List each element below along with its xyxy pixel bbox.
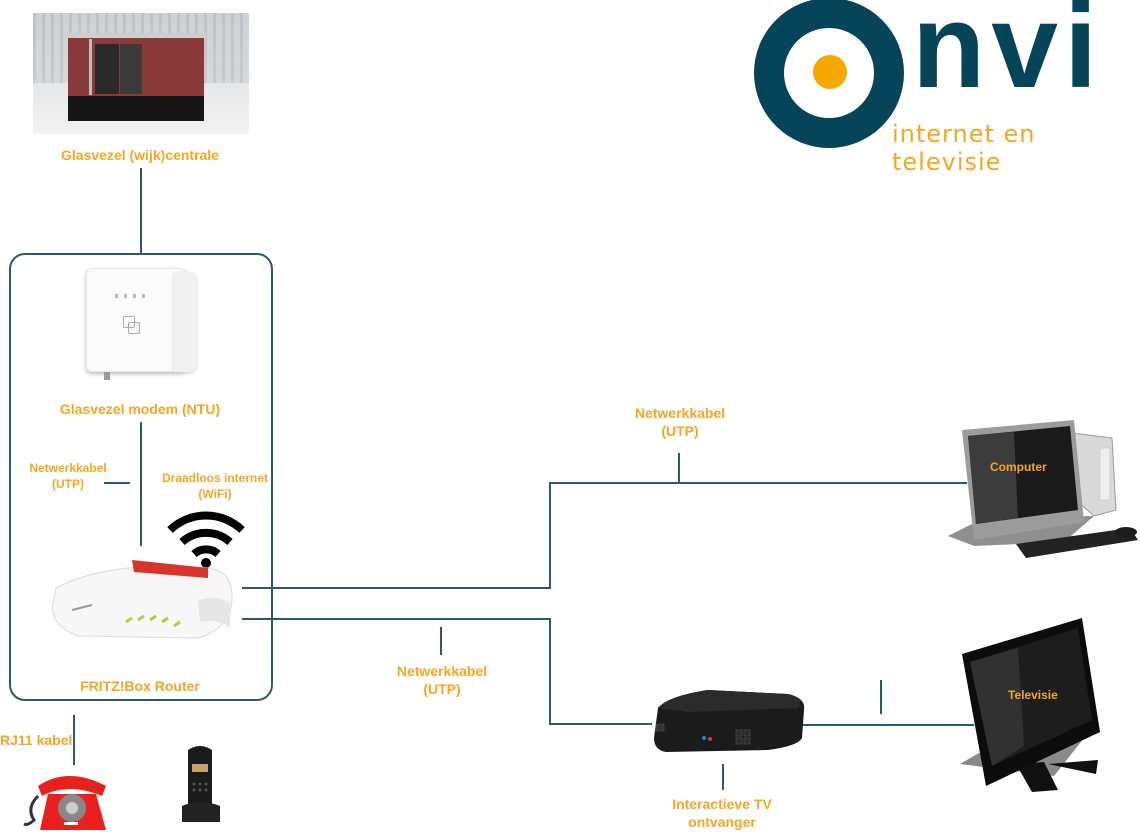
router-computer-connector bbox=[242, 587, 550, 589]
router-stb-cable-label: Netwerkkabel (UTP) bbox=[396, 663, 488, 698]
ntu-label: Glasvezel modem (NTU) bbox=[59, 401, 221, 417]
router-stb-connector-bottom bbox=[549, 723, 652, 725]
fiber-modem-image bbox=[86, 268, 198, 380]
router-computer-label-tick bbox=[678, 453, 680, 482]
router-computer-connector-vertical bbox=[549, 482, 551, 589]
red-rotary-phone-image bbox=[20, 772, 115, 834]
computer-label: Computer bbox=[990, 460, 1047, 474]
ntu-router-cable-label: Netwerkkabel (UTP) bbox=[29, 461, 107, 491]
fiber-connector bbox=[140, 168, 142, 254]
onvi-logo: nvi internet en televisie bbox=[752, 0, 1140, 176]
wifi-icon bbox=[167, 511, 245, 568]
wifi-label: Draadloos internet (WiFi) bbox=[161, 471, 269, 501]
router-label: FRITZ!Box Router bbox=[80, 678, 200, 694]
tv-label: Televisie bbox=[1008, 688, 1058, 702]
logo-tagline: internet en televisie bbox=[892, 120, 1036, 176]
set-top-box-image bbox=[648, 686, 808, 756]
desktop-computer-image: Computer bbox=[944, 418, 1140, 568]
home-equipment-box bbox=[9, 253, 273, 701]
logo-brand-text: nvi bbox=[912, 0, 1104, 113]
router-computer-connector-top bbox=[549, 482, 967, 484]
rj11-label: RJ11 kabel bbox=[0, 732, 73, 748]
ntu-router-connector bbox=[140, 422, 142, 546]
ntu-router-label-tick bbox=[104, 482, 130, 484]
television-image: Televisie bbox=[958, 614, 1118, 804]
stb-tv-connector bbox=[796, 724, 974, 726]
fiber-exchange-building-image bbox=[33, 13, 249, 134]
router-stb-connector-vertical bbox=[549, 618, 551, 725]
logo-o-ring-icon bbox=[754, 0, 904, 148]
rj11-connector bbox=[73, 715, 75, 765]
stb-tv-label-tick bbox=[880, 680, 882, 714]
stb-label: Interactieve TV ontvanger bbox=[672, 796, 772, 831]
exchange-label: Glasvezel (wijk)centrale bbox=[61, 147, 219, 163]
cordless-phone-image bbox=[180, 744, 224, 826]
router-stb-connector bbox=[242, 618, 550, 620]
router-image bbox=[48, 548, 234, 644]
router-computer-cable-label: Netwerkkabel (UTP) bbox=[634, 405, 726, 440]
stb-label-tick bbox=[722, 764, 724, 790]
router-stb-label-tick bbox=[440, 627, 442, 655]
